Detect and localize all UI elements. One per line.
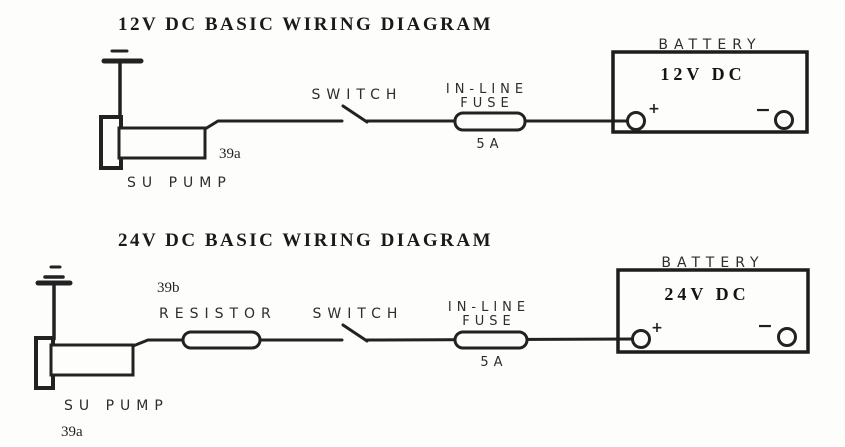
diagram-title-24v: 24V DC BASIC WIRING DIAGRAM [118,230,493,251]
diagram-12v: 12V DC BASIC WIRING DIAGRAM 39a SU PUMP … [99,14,809,191]
ground-icon [101,49,144,120]
battery-box [611,50,809,134]
negative-sign: − [757,315,773,337]
wire-pump-to-switch [131,338,344,348]
battery-label: BATTERY [661,255,764,271]
fuse-rating-label: 5A [476,137,503,152]
pump-label: SU PUMP [64,398,169,414]
fuse-label-line1: IN-LINE [448,300,530,315]
positive-terminal-icon [626,111,646,131]
switch-blade-icon [341,104,369,124]
pump-ref-label: 39a [219,146,241,162]
battery-voltage: 12V DC [660,64,745,84]
positive-sign: + [648,101,660,117]
fuse-label-line2: FUSE [462,314,515,329]
fuse-label-line1: IN-LINE [446,82,528,97]
pump-body [49,343,135,377]
switch-label: SWITCH [313,306,404,322]
battery-voltage: 24V DC [664,284,749,304]
pump-ref-label: 39a [61,424,83,440]
resistor-label: RESISTOR [159,306,277,322]
battery-symbol: BATTERY 12V DC + − [611,37,809,134]
diagram-title-12v: 12V DC BASIC WIRING DIAGRAM [118,14,493,35]
diagram-24v: 24V DC BASIC WIRING DIAGRAM SU PUMP 39a … [34,230,810,440]
fuse-label-line2: FUSE [460,96,513,111]
battery-label: BATTERY [658,37,761,53]
switch-label: SWITCH [312,87,403,103]
negative-terminal-icon [777,327,797,347]
fuse-symbol [453,330,529,350]
resistor-symbol [181,330,262,350]
pump-label: SU PUMP [127,175,232,191]
ground-icon [35,265,73,341]
resistor-ref-label: 39b [157,280,180,296]
positive-terminal-icon [631,329,651,349]
battery-box [616,268,810,354]
fuse-symbol [453,111,527,132]
su-pump-symbol [99,115,207,170]
negative-terminal-icon [774,110,794,130]
fuse-rating-label: 5A [480,355,507,370]
su-pump-symbol [34,336,135,390]
pump-body [117,126,207,160]
negative-sign: − [755,99,771,121]
battery-symbol: BATTERY 24V DC + − [616,255,810,354]
switch-blade-icon [341,323,369,343]
wire-pump-to-switch [203,119,344,131]
positive-sign: + [651,320,663,336]
